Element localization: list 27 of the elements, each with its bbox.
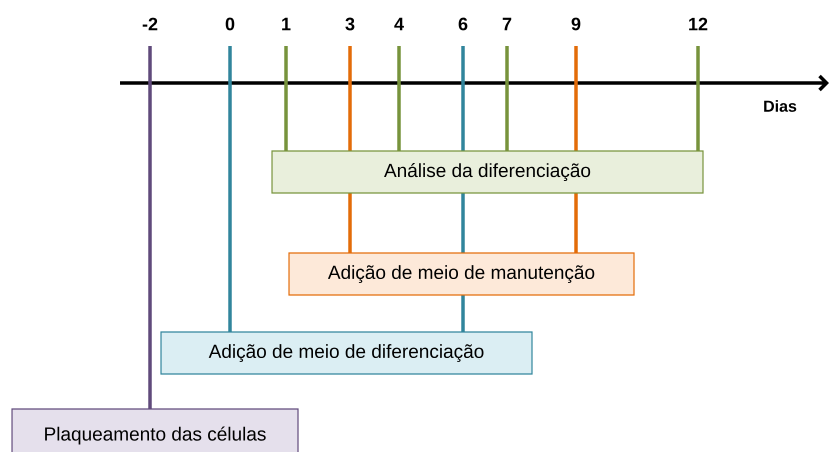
day-label: 0 bbox=[226, 18, 234, 30]
connector-line bbox=[696, 46, 700, 151]
day-label: 9 bbox=[572, 18, 580, 30]
step-box: Plaqueamento das células bbox=[11, 408, 299, 452]
connector-line bbox=[461, 295, 465, 332]
day-label: 12 bbox=[689, 18, 708, 30]
axis-label: Dias bbox=[764, 100, 796, 112]
connector-line bbox=[461, 46, 465, 151]
connector-line bbox=[461, 193, 465, 253]
connector-line bbox=[397, 46, 401, 151]
connector-line bbox=[574, 193, 578, 253]
connector-line bbox=[505, 46, 509, 151]
day-label: 7 bbox=[502, 18, 512, 30]
day-label: 3 bbox=[345, 18, 354, 30]
connector-line bbox=[348, 46, 352, 151]
step-box: Adição de meio de diferenciação bbox=[160, 331, 533, 375]
day-label: 1 bbox=[282, 18, 291, 30]
connector-line bbox=[574, 46, 578, 151]
connector-line bbox=[284, 46, 288, 151]
day-label: 6 bbox=[458, 18, 468, 30]
connector-line bbox=[228, 46, 232, 332]
step-box: Adição de meio de manutenção bbox=[288, 252, 635, 296]
connector-line bbox=[148, 46, 152, 409]
day-label: 4 bbox=[394, 18, 404, 30]
connector-line bbox=[348, 193, 352, 253]
step-box: Análise da diferenciação bbox=[271, 150, 704, 194]
day-label: -2 bbox=[142, 18, 158, 30]
